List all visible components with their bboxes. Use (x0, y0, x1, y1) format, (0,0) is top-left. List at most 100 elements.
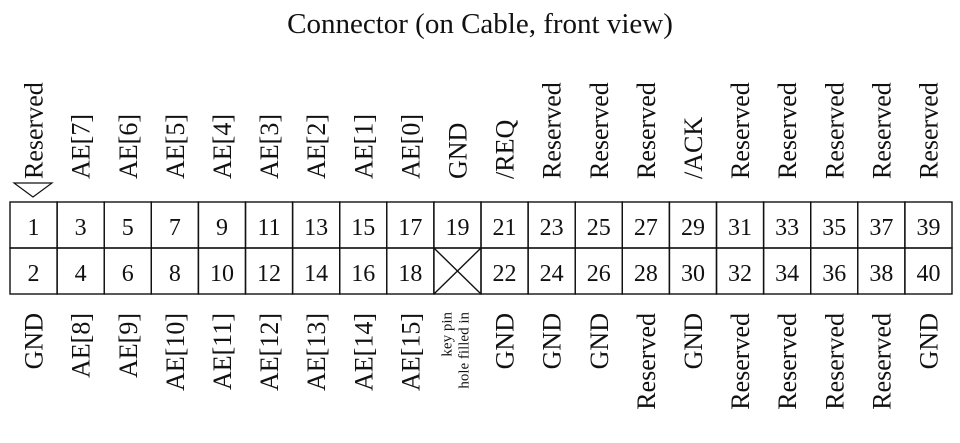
top-signal-label: Reserved (914, 82, 943, 179)
pin-number: 1 (28, 215, 40, 241)
top-signal-label: AE[1] (349, 114, 378, 179)
bottom-signal-label: GND (585, 313, 614, 369)
pin-number: 10 (210, 261, 234, 287)
top-signal-label: Reserved (20, 82, 49, 179)
top-signal-label: Reserved (632, 82, 661, 179)
bottom-signal-label: AE[11] (208, 313, 237, 390)
bottom-signal-label: AE[14] (349, 313, 378, 391)
bottom-signal-labels: GND AE[8] AE[9] AE[10] AE[11] AE[12] AE[13] AE[… (20, 312, 944, 410)
bottom-signal-label: Reserved (726, 313, 755, 410)
top_row-pin-cell: 9 (197, 201, 247, 249)
bottom-signal-label: GND (491, 313, 520, 369)
top_row-pin-cell: 29 (668, 201, 718, 249)
pin-number: 18 (398, 261, 422, 287)
bottom_row-pin-cell: 26 (574, 247, 624, 295)
bottom_row-pin-cell: 4 (56, 247, 105, 295)
top_row-pin-cell: 15 (339, 201, 388, 249)
pin-number: 4 (75, 261, 87, 287)
top_row-pin-cell: 31 (715, 201, 765, 249)
pin-number: 21 (493, 215, 517, 241)
top-signal-label: Reserved (538, 82, 567, 179)
bottom_row-pin-cell: 38 (857, 247, 906, 295)
pin-number: 9 (216, 215, 228, 241)
top_row-pin-cell: 3 (56, 201, 105, 249)
bottom_row-pin-cell: 6 (103, 247, 152, 295)
top_row-pin-cell: 1 (9, 201, 58, 249)
top-signal-label: Reserved (820, 82, 849, 179)
top-signal-label: AE[4] (208, 114, 237, 179)
bottom_row-pin-cell: 24 (527, 247, 576, 295)
top_row-pin-cell: 11 (244, 201, 294, 249)
bottom_row-pin-cell: 8 (150, 247, 200, 295)
bottom-signal-label: Reserved (820, 313, 849, 410)
key-pin-note: key pin (439, 312, 455, 357)
pin-number: 11 (257, 215, 280, 241)
top_row-pin-cell: 21 (480, 201, 529, 249)
top-signal-label: AE[0] (396, 114, 425, 179)
bottom_row-pin-cell: 18 (386, 247, 435, 295)
pin-number: 29 (681, 215, 705, 241)
top_row-pin-cell: 23 (527, 201, 576, 249)
bottom_row-pin-cell: 16 (339, 247, 388, 295)
pin-number: 24 (540, 261, 564, 287)
pin-number: 36 (822, 261, 846, 287)
bottom-signal-label: AE[10] (161, 313, 190, 391)
top-signal-label: GND (443, 123, 472, 179)
pin-number: 33 (775, 215, 799, 241)
top-signal-label: /REQ (491, 120, 520, 179)
bottom_row-pin-cell: 28 (621, 247, 671, 295)
bottom-signal-label: AE[15] (396, 313, 425, 391)
diagram-title: Connector (on Cable, front view) (287, 8, 673, 40)
bottom-signal-label: AE[13] (302, 313, 331, 391)
bottom-signal-label: Reserved (773, 313, 802, 410)
top-signal-label: Reserved (585, 82, 614, 179)
bottom_row-pin-cell (433, 247, 482, 295)
key-pin-note: hole filled in (456, 312, 472, 389)
pin-number: 17 (398, 215, 422, 241)
bottom_row-pin-cell: 40 (904, 247, 953, 295)
bottom-signal-label: AE[8] (67, 313, 96, 378)
top-signal-label: AE[3] (255, 114, 284, 179)
bottom-signal-label: AE[9] (114, 313, 143, 378)
pin1-marker-triangle (12, 182, 54, 198)
bottom_row-pin-cell: 34 (762, 247, 812, 295)
top-signal-label: AE[6] (114, 114, 143, 179)
top-signal-label: AE[2] (302, 114, 331, 179)
top_row-pin-cell: 35 (810, 201, 859, 249)
pin-number: 16 (351, 261, 375, 287)
pin-number: 39 (916, 215, 940, 241)
pin-number: 40 (916, 261, 940, 287)
pin-number: 3 (75, 215, 87, 241)
pin-number: 34 (775, 261, 799, 287)
pin-cell-border (904, 247, 953, 295)
top_row-pin-cell: 39 (904, 201, 953, 249)
bottom_row-pin-cell: 12 (244, 247, 294, 295)
pin-number: 2 (28, 261, 40, 287)
pin-number: 22 (493, 261, 517, 287)
bottom-signal-label: Reserved (632, 313, 661, 410)
bottom_row-pin-cell: 32 (715, 247, 765, 295)
pin-number: 31 (728, 215, 752, 241)
pin-number: 27 (634, 215, 658, 241)
pin-number: 28 (634, 261, 658, 287)
top-signal-label: Reserved (726, 82, 755, 179)
bottom_row-pin-cell: 22 (480, 247, 529, 295)
top-signal-label: Reserved (773, 82, 802, 179)
top_row-pin-cell: 33 (762, 201, 812, 249)
pin-number: 26 (587, 261, 611, 287)
pin-number: 32 (728, 261, 752, 287)
pin-number: 5 (122, 215, 134, 241)
pin-number: 14 (304, 261, 328, 287)
top_row-pin-cell: 37 (857, 201, 906, 249)
pin-number: 15 (351, 215, 375, 241)
bottom_row-pin-cell: 10 (197, 247, 247, 295)
pin-number: 37 (869, 215, 893, 241)
bottom-signal-label: AE[12] (255, 313, 284, 391)
top_row-pin-cell: 13 (291, 201, 341, 249)
bottom_row-pin-cell: 14 (291, 247, 341, 295)
pin-number: 13 (304, 215, 328, 241)
bottom-signal-label: Reserved (867, 313, 896, 410)
top_row-pin-cell: 27 (621, 201, 671, 249)
pin-number: 12 (257, 261, 281, 287)
